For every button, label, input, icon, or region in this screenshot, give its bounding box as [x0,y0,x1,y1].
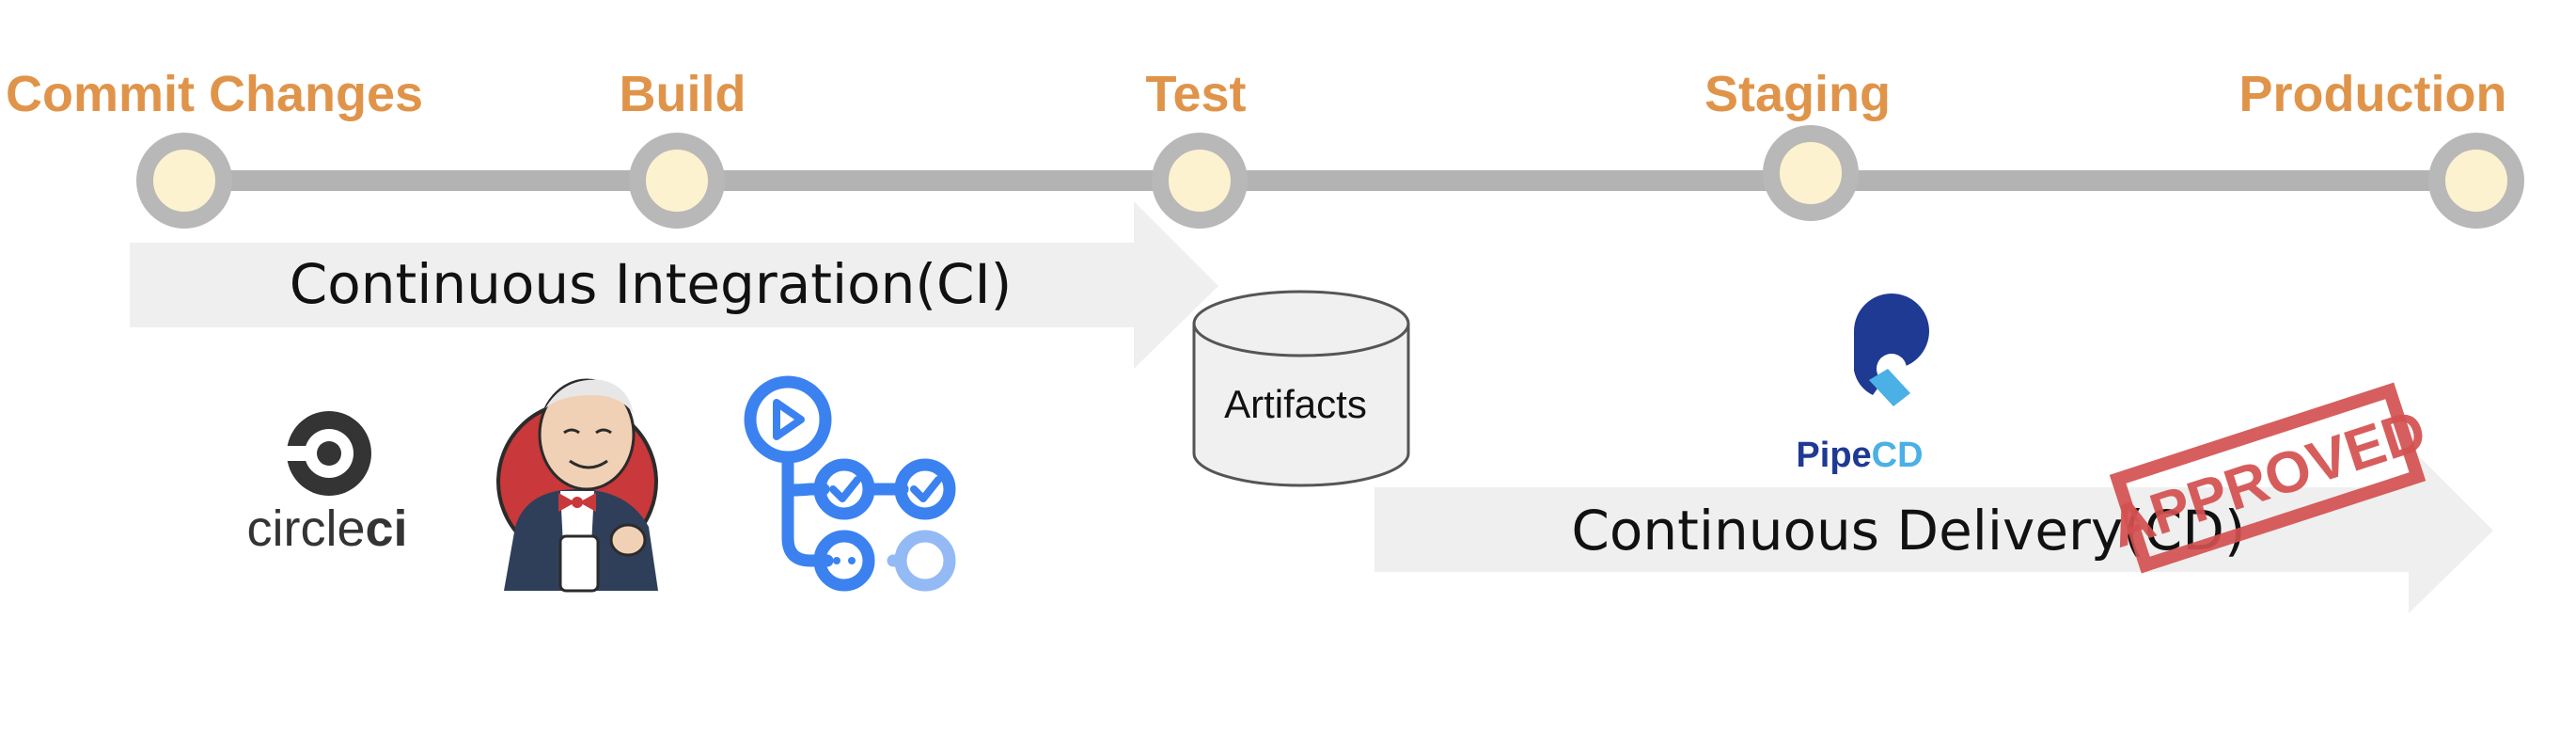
pipecd-wordmark: PipeCD [1796,436,1923,475]
ci-arrow-label: Continuous Integration(CI) [290,252,1012,316]
stage-node-commit-changes [136,133,232,229]
cd-arrow [1374,446,2493,613]
github-actions-workflow-icon [744,375,956,592]
stage-node-production [2428,133,2524,229]
jenkins-butler-logo [496,378,658,593]
stage-label-production: Production [2239,66,2507,122]
stage-node-build [629,133,725,229]
circleci-logo: circleci [246,411,408,557]
stage-node-test [1152,133,1248,229]
artifacts-storage [1192,290,1410,487]
ci-arrow [130,201,1218,369]
circleci-wordmark: circleci [246,500,407,557]
stage-node-staging [1763,125,1859,221]
stage-label-commit-changes: Commit Changes [6,66,423,122]
stage-label-test: Test [1145,66,1246,122]
pipecd-logo: PipeCD [1796,294,1929,475]
stage-label-build: Build [620,66,746,122]
stage-label-staging: Staging [1704,66,1891,122]
artifacts-label: Artifacts [1224,382,1367,426]
